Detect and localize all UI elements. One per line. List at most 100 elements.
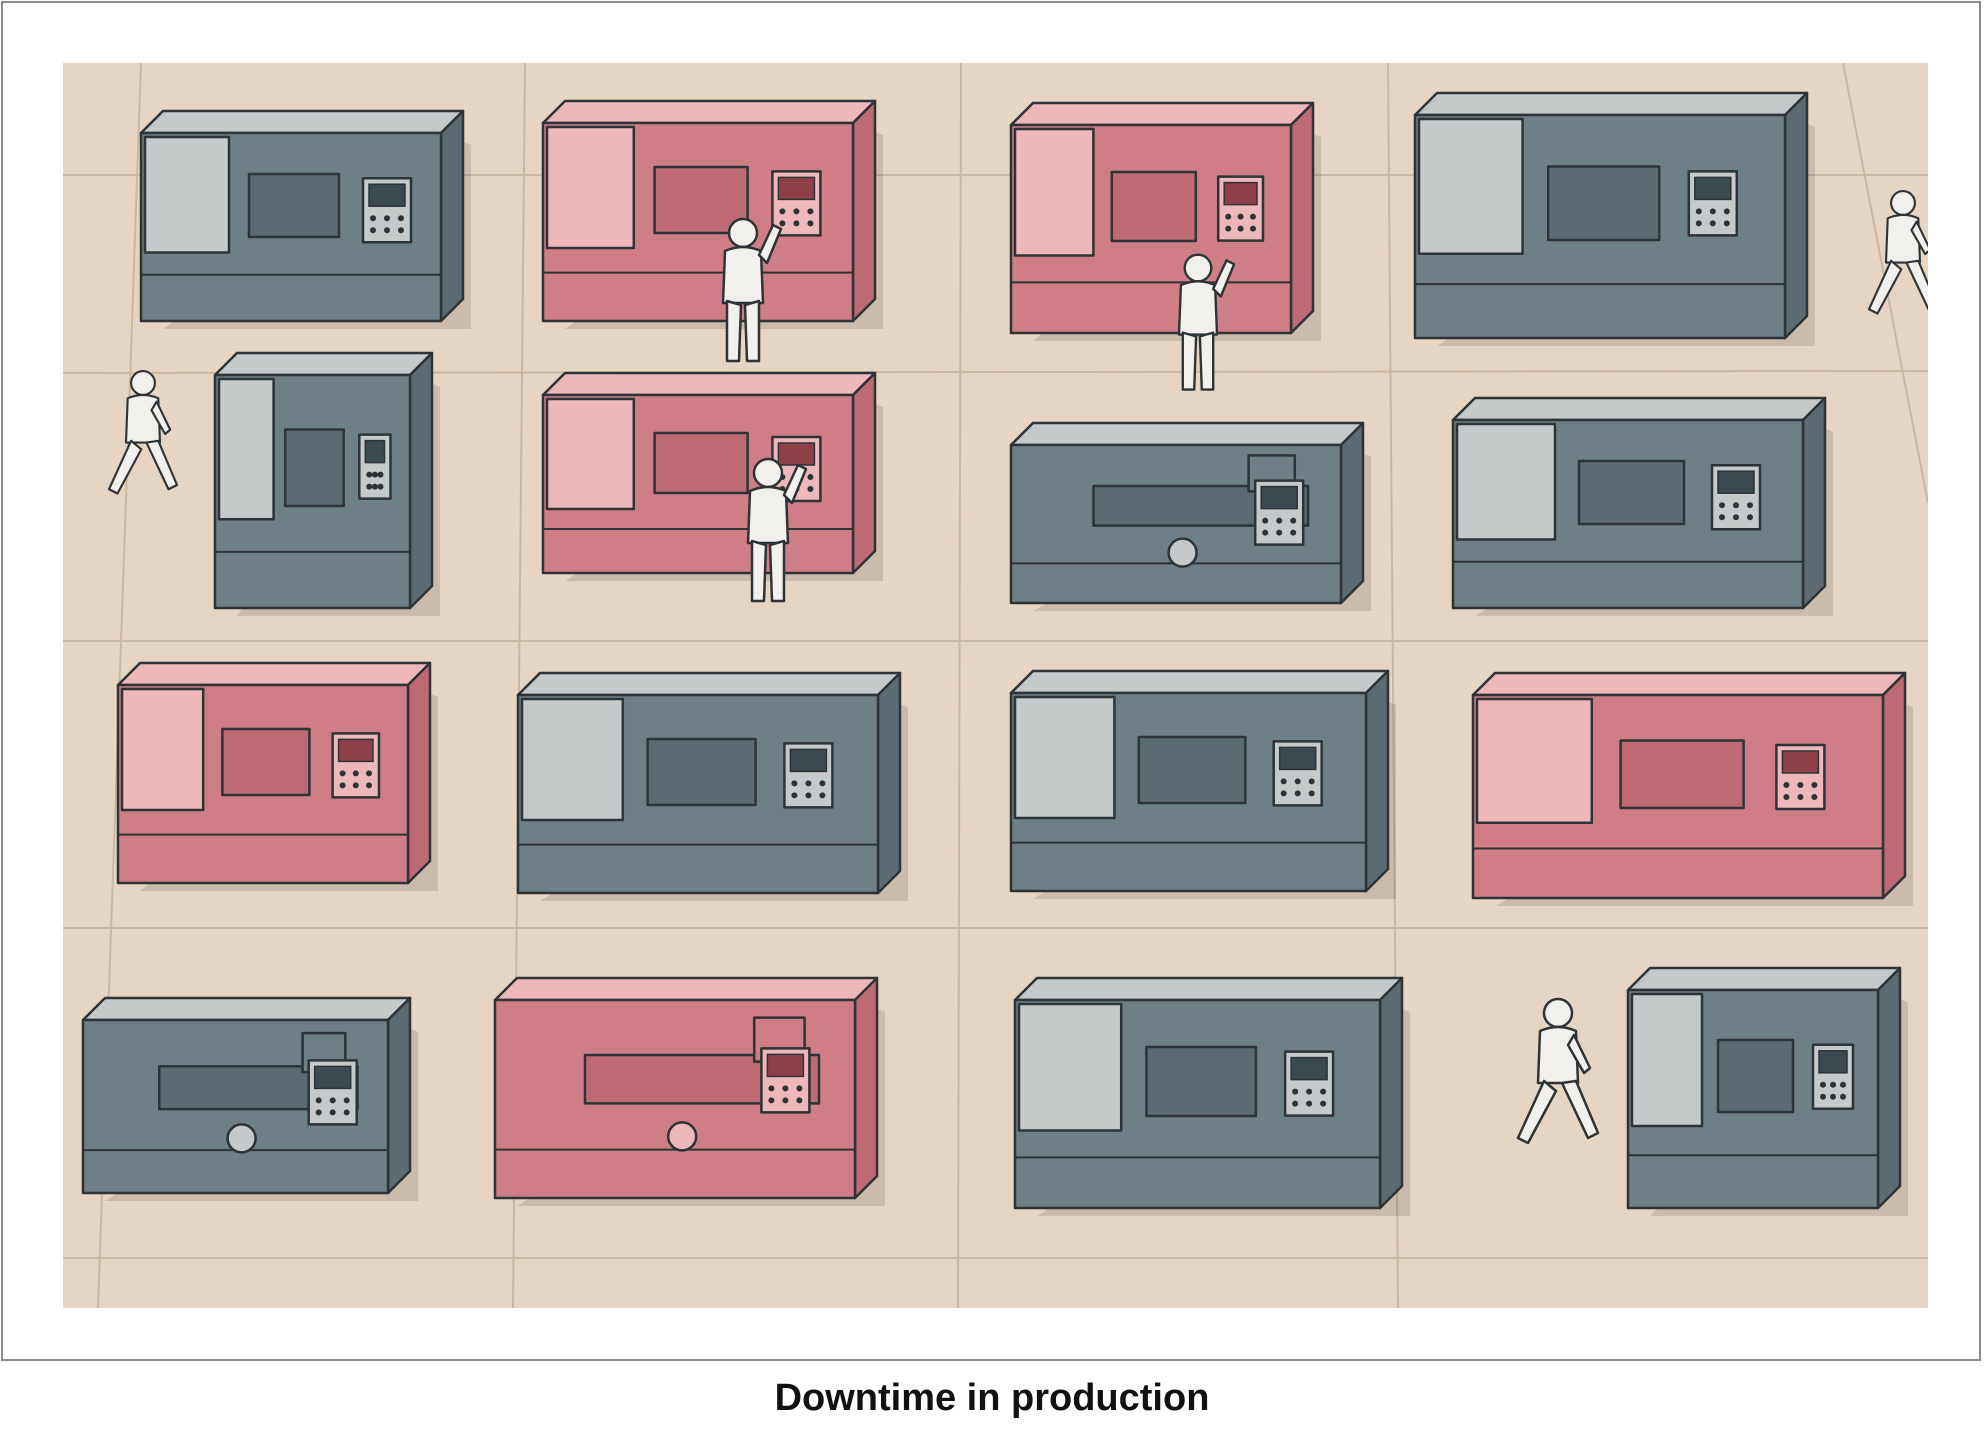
- machine-window: [221, 727, 311, 797]
- control-screen: [777, 176, 816, 201]
- machine-side: [851, 99, 877, 323]
- control-button: [1290, 517, 1297, 524]
- machine-door: [545, 397, 636, 511]
- control-button: [807, 474, 814, 480]
- control-button: [796, 1085, 803, 1092]
- control-button: [1237, 225, 1244, 232]
- machine-top: [81, 996, 412, 1022]
- control-screen: [1717, 470, 1755, 494]
- machine-side: [1364, 669, 1390, 893]
- control-button: [1733, 502, 1739, 509]
- worker-head: [1183, 253, 1213, 283]
- control-button: [370, 227, 376, 234]
- control-screen: [313, 1065, 352, 1090]
- control-button: [343, 1109, 350, 1116]
- worker-arm: [150, 400, 172, 436]
- machine-door: [1630, 992, 1704, 1128]
- machine-window: [1716, 1038, 1795, 1114]
- control-button: [805, 792, 812, 799]
- control-button: [1280, 790, 1287, 797]
- worker-torso: [1884, 213, 1922, 264]
- control-button: [398, 215, 404, 222]
- machine-side: [876, 671, 902, 895]
- machine-running: [1009, 421, 1371, 611]
- control-button: [377, 471, 384, 478]
- control-button: [1830, 1081, 1836, 1088]
- control-button: [1276, 517, 1283, 524]
- worker-head: [1542, 997, 1574, 1029]
- control-screen: [1694, 176, 1732, 201]
- control-button: [1840, 1081, 1846, 1088]
- machine-top: [541, 99, 877, 125]
- machine-running: [1626, 966, 1908, 1216]
- worker-leg: [145, 439, 179, 491]
- machine-door: [120, 687, 205, 812]
- control-button: [329, 1097, 336, 1104]
- control-button: [1306, 1100, 1313, 1107]
- control-screen: [789, 748, 828, 773]
- machine-top: [1451, 396, 1827, 422]
- control-button: [819, 780, 826, 787]
- control-button: [1308, 790, 1315, 797]
- machine-top: [1413, 91, 1809, 117]
- machine-door: [1475, 697, 1594, 824]
- control-button: [1811, 794, 1818, 800]
- machine-window: [1619, 739, 1745, 810]
- control-button: [791, 792, 798, 799]
- worker-torso: [746, 485, 790, 545]
- machine-window: [1145, 1045, 1258, 1118]
- worker-arm: [1566, 1033, 1592, 1075]
- control-button: [1783, 794, 1790, 800]
- control-button: [1709, 220, 1716, 227]
- control-button: [1262, 529, 1269, 536]
- machine-window: [1137, 735, 1247, 805]
- worker-torso: [124, 393, 162, 444]
- machine-door: [143, 135, 231, 254]
- worker-torso: [1536, 1025, 1580, 1085]
- machine-top: [1009, 101, 1315, 127]
- control-button: [329, 1109, 336, 1116]
- control-button: [768, 1097, 775, 1104]
- control-screen: [1260, 485, 1298, 510]
- machine-door: [1455, 422, 1557, 541]
- control-button: [1719, 502, 1725, 509]
- machine-window: [247, 172, 341, 239]
- control-button: [1294, 778, 1301, 785]
- machine-side: [1783, 91, 1809, 340]
- machine-side: [386, 996, 412, 1195]
- control-screen: [777, 442, 816, 466]
- machine-window: [653, 431, 749, 495]
- control-button: [1783, 782, 1790, 788]
- machine-running: [81, 996, 418, 1201]
- worker-leg: [750, 539, 768, 603]
- control-button: [1797, 794, 1804, 800]
- control-button: [1276, 529, 1283, 536]
- worker-arm: [1212, 259, 1236, 298]
- control-button: [819, 792, 826, 799]
- worker-leg: [1560, 1079, 1600, 1140]
- control-button: [782, 1097, 789, 1104]
- worker-leg: [1181, 331, 1198, 391]
- machine-top: [116, 661, 432, 687]
- worker-head: [752, 457, 784, 489]
- machine-side: [1289, 101, 1315, 335]
- worker-leg: [725, 299, 743, 363]
- worker-arm: [757, 223, 783, 265]
- worker-leg: [743, 299, 761, 363]
- machine-side: [1876, 966, 1902, 1210]
- machine-top: [1471, 671, 1907, 697]
- control-button: [1830, 1093, 1836, 1100]
- control-button: [384, 227, 390, 234]
- machine-side: [408, 351, 434, 610]
- machine-side: [1801, 396, 1827, 610]
- control-button: [805, 780, 812, 787]
- control-button: [1811, 782, 1818, 788]
- machine-side: [406, 661, 432, 885]
- control-button: [366, 782, 372, 789]
- control-screen: [1818, 1050, 1848, 1074]
- machine-down: [541, 371, 883, 581]
- control-button: [371, 483, 378, 490]
- control-screen: [1781, 750, 1820, 774]
- control-button: [1709, 208, 1716, 215]
- control-button: [1320, 1088, 1327, 1095]
